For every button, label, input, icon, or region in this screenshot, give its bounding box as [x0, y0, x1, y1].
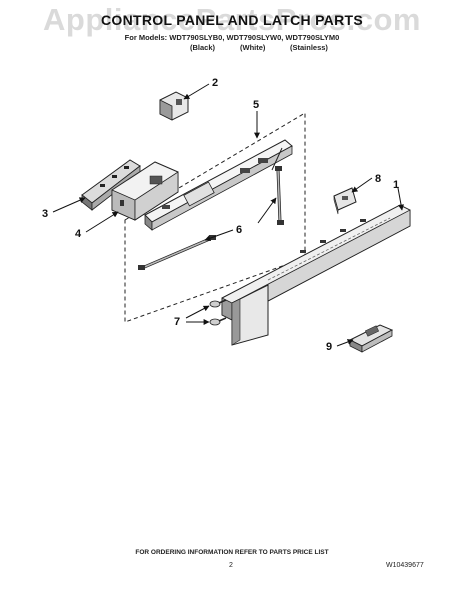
part-2-bracket [159, 91, 189, 121]
leader-line-3 [52, 197, 86, 213]
leader-line-1 [397, 187, 404, 211]
part-1-control-panel [221, 204, 411, 346]
leader-line-2 [183, 83, 210, 100]
part-6-cable-horizontal [138, 235, 216, 270]
models-line: For Models: WDT790SLYB0, WDT790SLYW0, WD… [124, 33, 340, 42]
callout-8: 8 [375, 173, 381, 185]
finish-black: (Black) [190, 43, 216, 52]
part-6-cable-vertical [275, 166, 284, 225]
leader-line-7a [185, 305, 210, 319]
leader-line-4 [85, 211, 119, 233]
part-8-clip [333, 187, 357, 215]
callout-6: 6 [236, 224, 242, 236]
finish-white: (White) [240, 43, 266, 52]
part-7-screw-lower [209, 317, 227, 326]
callout-9: 9 [326, 341, 332, 353]
callout-5: 5 [253, 99, 259, 111]
page-number: 2 [229, 562, 233, 569]
document-number: W10439677 [386, 562, 424, 569]
leader-line-6a [204, 229, 234, 242]
leader-line-9 [336, 339, 354, 347]
callout-1: 1 [393, 179, 399, 191]
part-5-control-frame [144, 139, 293, 231]
callout-7: 7 [174, 316, 180, 328]
finish-stainless: (Stainless) [290, 43, 328, 52]
watermark: AppliancePartsPros.com [43, 2, 421, 37]
leader-line-8 [351, 177, 373, 193]
callout-2: 2 [212, 77, 218, 89]
part-9-latch [348, 324, 394, 353]
callout-4: 4 [75, 228, 82, 240]
callout-3: 3 [42, 208, 48, 220]
ordering-footer: FOR ORDERING INFORMATION REFER TO PARTS … [135, 549, 329, 556]
page-title: CONTROL PANEL AND LATCH PARTS [101, 12, 363, 28]
part-7-screw-upper [209, 299, 227, 308]
leader-line-6b [257, 197, 277, 224]
